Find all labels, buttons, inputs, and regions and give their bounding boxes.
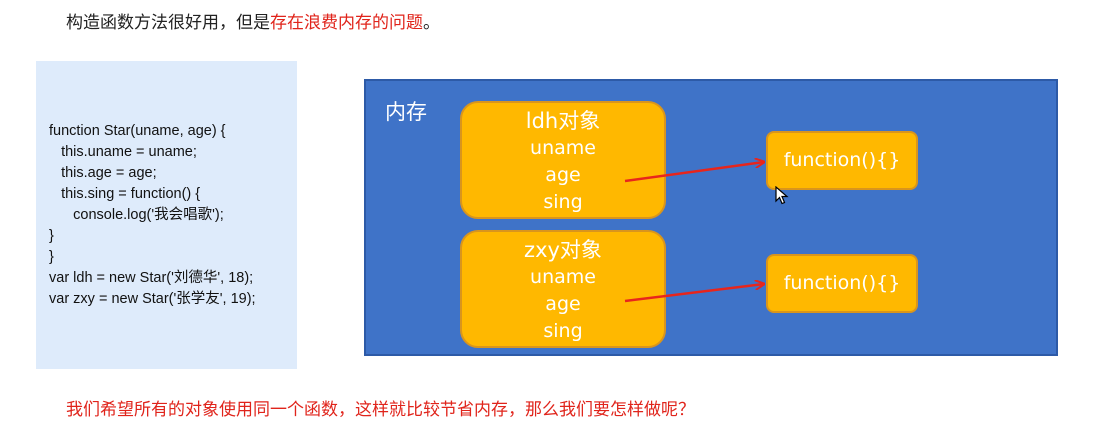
code-line: var ldh = new Star('刘德华', 18);	[49, 270, 254, 286]
ldh-object-box: ldh对象 uname age sing	[460, 101, 666, 219]
intro-text: 构造函数方法很好用，但是存在浪费内存的问题。	[66, 8, 440, 33]
intro-highlight: 存在浪费内存的问题	[270, 13, 423, 33]
zxy-object-box: zxy对象 uname age sing	[460, 230, 666, 348]
code-line: var zxy = new Star('张学友', 19);	[49, 291, 256, 307]
mouse-cursor-icon	[775, 186, 789, 205]
function-box-2: function(){}	[766, 254, 918, 313]
intro-normal: 构造函数方法很好用，但是	[66, 13, 270, 33]
arrow-ldh-sing-to-function	[624, 162, 764, 183]
arrow-zxy-sing-to-function	[624, 284, 764, 303]
code-line: function Star(uname, age) {	[49, 123, 226, 139]
object-prop: sing	[543, 191, 583, 213]
object-prop: uname	[530, 266, 596, 288]
code-panel: function Star(uname, age) { this.uname =…	[36, 61, 297, 369]
memory-label: 内存	[385, 100, 427, 124]
code-line: this.sing = function() {	[49, 186, 201, 202]
function-box-1: function(){}	[766, 131, 918, 190]
object-prop: age	[545, 164, 581, 186]
object-prop: uname	[530, 137, 596, 159]
object-title: zxy对象	[524, 238, 602, 262]
code-line: }	[49, 249, 54, 265]
question-text: 我们希望所有的对象使用同一个函数，这样就比较节省内存，那么我们要怎样做呢？	[66, 400, 695, 420]
object-title: ldh对象	[525, 109, 601, 133]
object-prop: age	[545, 293, 581, 315]
code-line: this.age = age;	[49, 165, 157, 181]
code-line: }	[49, 228, 54, 244]
intro-end: 。	[423, 13, 440, 33]
object-prop: sing	[543, 320, 583, 342]
code-block: function Star(uname, age) { this.uname =…	[49, 121, 256, 310]
code-line: this.uname = uname;	[49, 144, 197, 160]
code-line: console.log('我会唱歌');	[49, 207, 224, 223]
